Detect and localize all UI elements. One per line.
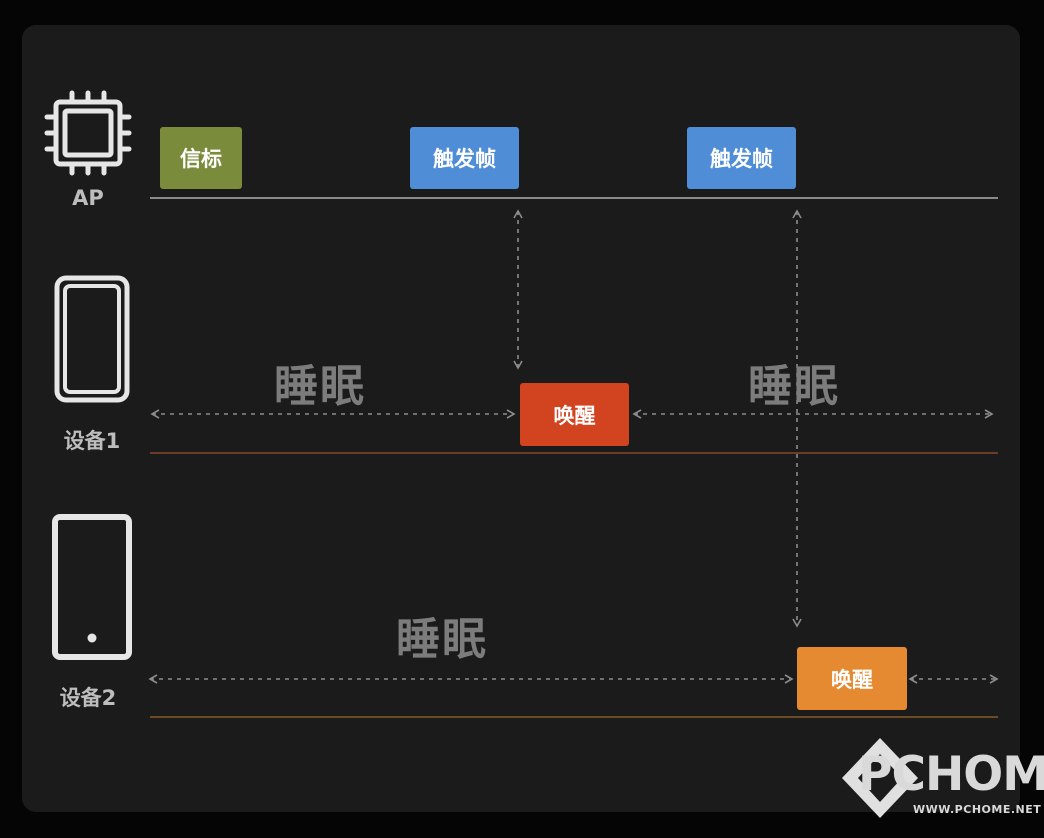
pchome-logo-icon [842, 738, 918, 818]
beacon-frame: 信标 [160, 127, 242, 189]
trigger-frame-2-label: 触发帧 [710, 147, 773, 171]
watermark-brand: PCHOME [858, 747, 1044, 802]
trigger-frame-2: 触发帧 [687, 127, 796, 189]
device1-wake-frame: 唤醒 [520, 383, 629, 446]
device2-wake-label: 唤醒 [831, 667, 873, 692]
chip-icon [44, 90, 132, 176]
device1-wake-label: 唤醒 [553, 403, 596, 428]
device1-label: 设备1 [63, 429, 121, 453]
trigger-frame-1: 触发帧 [410, 127, 519, 189]
trigger-frame-1-label: 触发帧 [433, 147, 496, 171]
phone-icon [54, 275, 130, 403]
device1-sleep-label-right: 睡眠 [748, 361, 840, 412]
watermark-url: WWW.PCHOME.NET [913, 803, 1042, 816]
device2-wake-frame: 唤醒 [797, 647, 907, 710]
device1-sleep-label-left: 睡眠 [274, 361, 366, 412]
ap-label: AP [72, 186, 104, 210]
device2-sleep-label: 睡眠 [396, 614, 488, 665]
device2-label: 设备2 [59, 686, 117, 710]
beacon-frame-label: 信标 [180, 147, 222, 171]
tablet-icon [52, 514, 132, 660]
